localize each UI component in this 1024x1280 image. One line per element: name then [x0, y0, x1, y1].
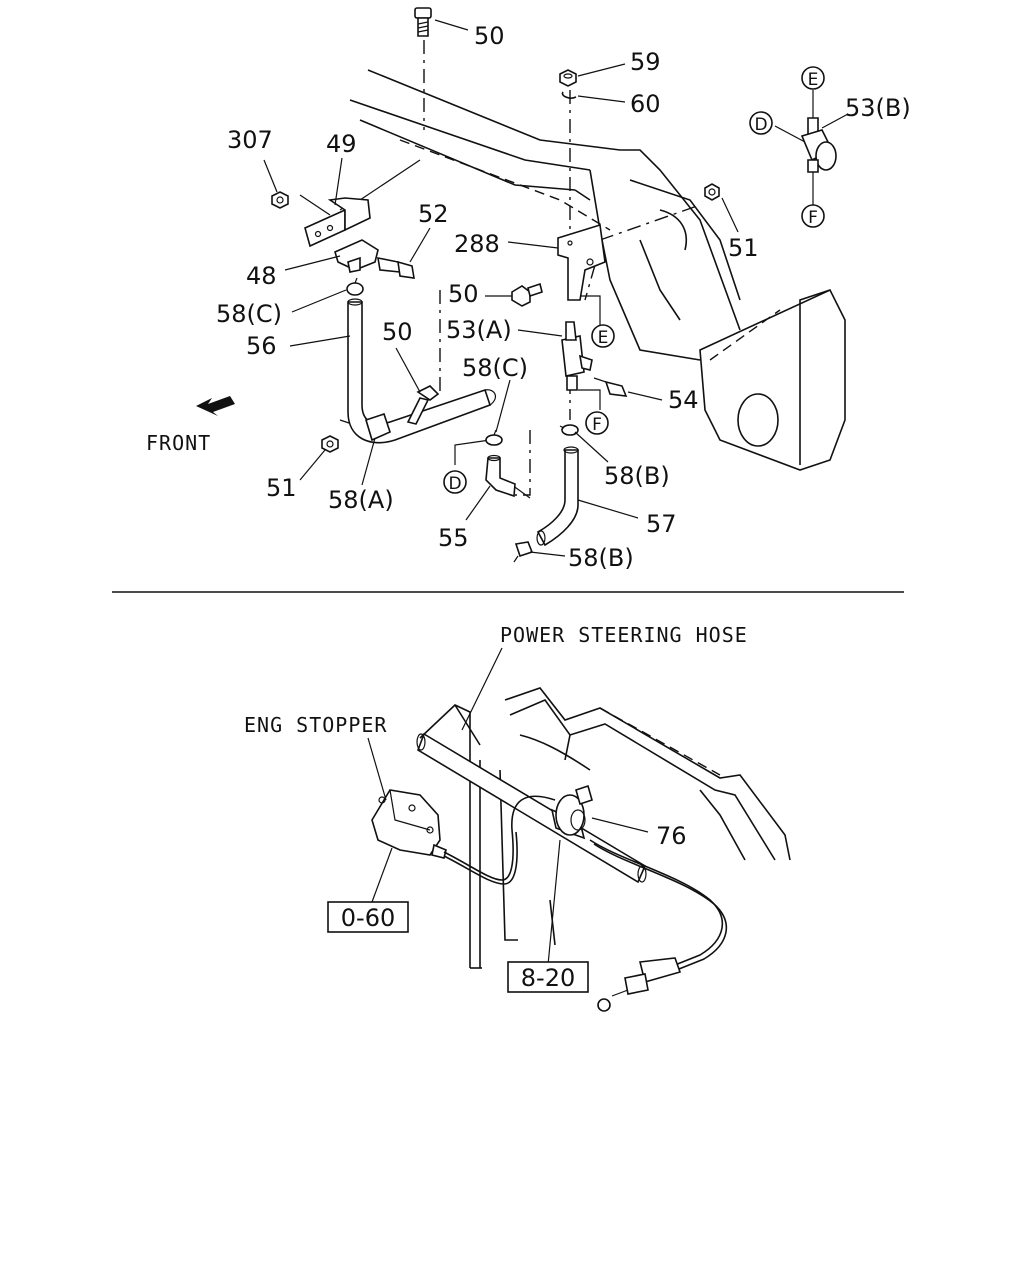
joint-53a: [561, 321, 593, 391]
callout-58b: 58(B): [604, 462, 670, 490]
callout-52: 52: [418, 200, 449, 228]
clamp-76: [555, 784, 593, 836]
callout-307: 307: [227, 126, 273, 154]
frame-rail: [349, 69, 846, 471]
marker-f: F: [592, 415, 602, 435]
callout-58a: 58(A): [328, 486, 394, 514]
markers: E D F E F D: [443, 66, 825, 494]
bolt-50-lower: [406, 385, 440, 425]
callout-58c: 58(C): [462, 354, 528, 382]
control-cable: [443, 795, 728, 1012]
marker-f: F: [808, 208, 818, 228]
lower-assembly: POWER STEERING HOSE ENG STOPPER 76 0-60 …: [244, 623, 791, 1012]
callout-288: 288: [454, 230, 500, 258]
callout-54: 54: [668, 386, 699, 414]
clamp-58a: [365, 412, 391, 442]
hose-57: [536, 446, 579, 547]
power-steering-hose-label: POWER STEERING HOSE: [500, 623, 748, 647]
bracket-48: [334, 239, 379, 273]
callout-76: 76: [656, 822, 687, 850]
marker-e: E: [598, 328, 609, 348]
front-arrow-icon: [196, 396, 235, 416]
callouts: 50 59 60 53(B) 307 49 52 288 51 48 50 58…: [216, 22, 911, 572]
front-label: FRONT: [146, 431, 211, 455]
bolt-50-top: [414, 7, 432, 37]
marker-d: D: [448, 474, 461, 494]
clamp-58c-top: [346, 277, 364, 296]
hose-56: [347, 298, 497, 444]
ref-0-60: 0-60: [341, 904, 395, 932]
nut-307: [271, 191, 289, 209]
bolt-50-middle: [511, 282, 543, 307]
callout-49: 49: [326, 130, 357, 158]
leader-lines: [263, 19, 849, 557]
marker-e: E: [808, 70, 819, 90]
bracket-288: [557, 223, 606, 301]
callout-58b: 58(B): [568, 544, 634, 572]
plug-54: [593, 377, 628, 397]
callout-60: 60: [630, 90, 661, 118]
nut-59: [559, 69, 577, 87]
callout-56: 56: [246, 332, 277, 360]
upper-assembly: 50 59 60 53(B) 307 49 52 288 51 48 50 58…: [146, 7, 911, 572]
ref-8-20: 8-20: [521, 964, 575, 992]
clamp-58b-mid: [559, 424, 579, 436]
clamp-58b-bottom: [513, 541, 534, 563]
eng-stopper-body: [371, 789, 447, 859]
callout-55: 55: [438, 524, 469, 552]
callout-51: 51: [266, 474, 297, 502]
leader-lines-lower: [367, 647, 649, 966]
ref-box-8-20: [507, 961, 589, 993]
callout-51: 51: [728, 234, 759, 262]
washer-60: [561, 91, 577, 99]
joint-55: [485, 454, 516, 498]
callout-53a: 53(A): [446, 316, 512, 344]
callout-50: 50: [448, 280, 479, 308]
callout-53b: 53(B): [845, 94, 911, 122]
marker-d: D: [754, 115, 767, 135]
callout-50: 50: [382, 318, 413, 346]
clamp-58c-lower: [485, 429, 503, 446]
callout-48: 48: [246, 262, 277, 290]
nut-51-left: [321, 435, 339, 453]
callout-57: 57: [646, 510, 677, 538]
nut-51-right: [704, 183, 720, 201]
callout-58c: 58(C): [216, 300, 282, 328]
bolt-52: [377, 256, 415, 279]
joint-53b-inset: [774, 90, 837, 205]
bracket-49: [304, 197, 371, 248]
callout-50: 50: [474, 22, 505, 50]
callout-59: 59: [630, 48, 661, 76]
frame-crossmember: [419, 687, 791, 969]
ref-box-0-60: [327, 901, 409, 933]
eng-stopper-label: ENG STOPPER: [244, 713, 387, 737]
